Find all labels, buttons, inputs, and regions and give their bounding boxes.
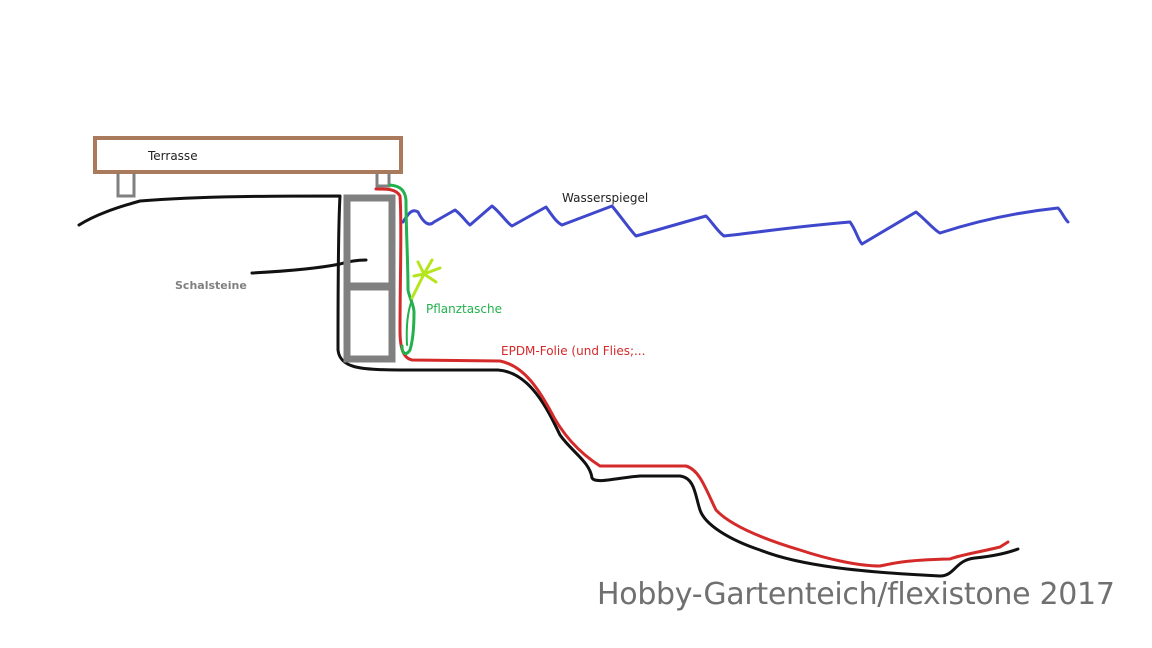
ground-line bbox=[77, 194, 1020, 578]
plant-pocket-inner-line bbox=[405, 299, 413, 346]
plant-icon bbox=[410, 258, 442, 300]
terrace-post-right bbox=[375, 173, 391, 188]
water-level-label: Wasserspiegel bbox=[562, 191, 649, 205]
water-surface-line bbox=[401, 204, 1070, 246]
liner-label: EPDM-Folie (und Flies;... bbox=[501, 344, 646, 358]
formwork-block-upper bbox=[343, 194, 396, 290]
formwork-blocks-label: Schalsteine bbox=[175, 279, 247, 292]
terrace-deck bbox=[93, 136, 403, 174]
plant-pocket-label: Pflanztasche bbox=[426, 302, 502, 316]
watermark-text: Hobby-Gartenteich/flexistone 2017 bbox=[597, 577, 1115, 612]
terrace-post-left bbox=[116, 173, 136, 198]
formwork-blocks-leader-line bbox=[250, 258, 368, 275]
plant-pocket-line bbox=[388, 183, 416, 355]
terrace-label: Terrasse bbox=[148, 149, 198, 163]
epdm-liner-line bbox=[374, 187, 1010, 568]
formwork-block-lower bbox=[343, 283, 396, 363]
